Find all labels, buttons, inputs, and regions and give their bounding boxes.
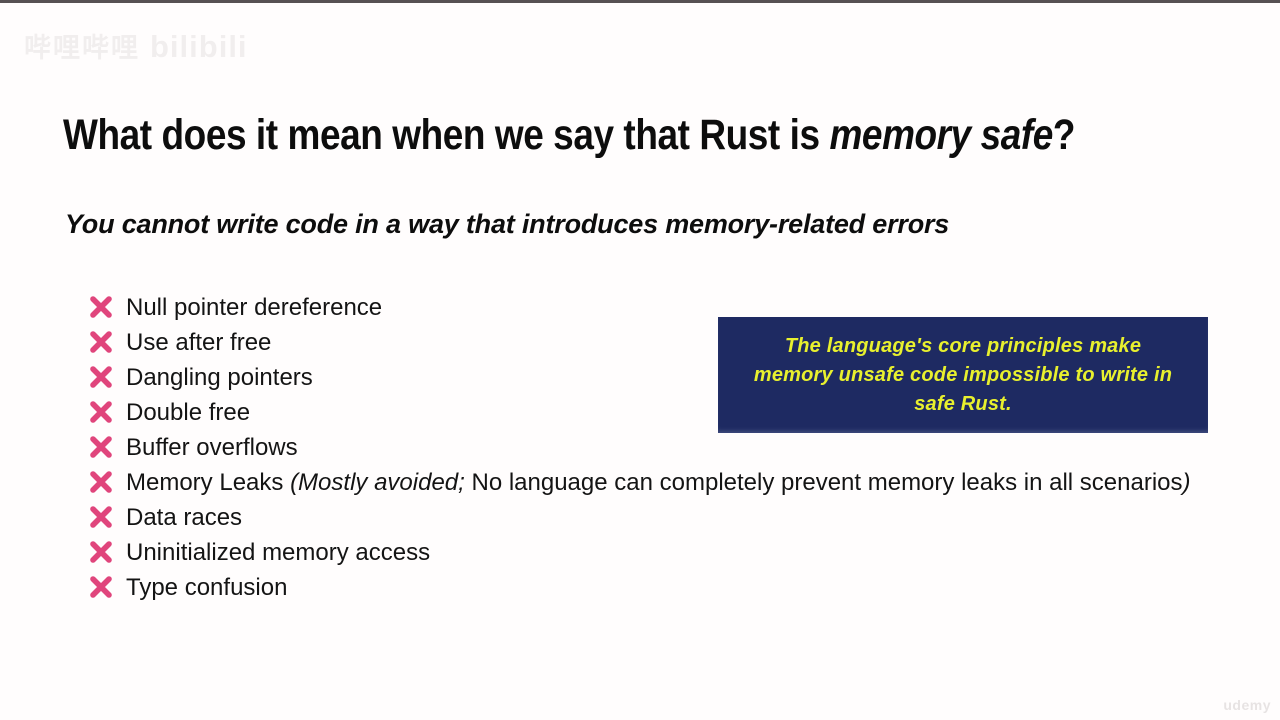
- list-item-label-italic: (Mostly avoided;: [290, 469, 465, 496]
- red-x-icon: [90, 366, 112, 388]
- callout-text-line: safe Rust.: [914, 392, 1012, 415]
- list-item-label: Uninitialized memory access: [126, 539, 431, 566]
- callout-text-line: memory unsafe code impossible to write i…: [753, 363, 1173, 386]
- udemy-watermark: udemy: [1223, 697, 1271, 713]
- list-item-data-races: Data races: [88, 500, 1200, 535]
- list-item-use-after-free: Use after free: [88, 325, 1200, 360]
- bilibili-watermark: 哔哩哔哩 bilibili: [24, 26, 248, 65]
- slide-title-suffix: ?: [1052, 110, 1076, 159]
- list-item-label: Buffer overflows: [126, 434, 298, 461]
- list-item-label: Dangling pointers: [126, 364, 313, 391]
- red-x-icon: [90, 541, 112, 563]
- list-item-label: Null pointer dereference: [126, 294, 383, 321]
- list-item-type-confusion: Type confusion: [88, 570, 1200, 605]
- letterbox-top-bar: [0, 0, 1280, 3]
- red-x-icon: [90, 506, 112, 528]
- bilibili-watermark-cjk: 哔哩哔哩: [24, 33, 140, 63]
- list-item-label: Double free: [126, 399, 251, 426]
- list-item-double-free: Double free: [88, 395, 1200, 430]
- slide-subtitle: You cannot write code in a way that intr…: [65, 209, 950, 239]
- red-x-icon: [90, 296, 112, 318]
- list-item-buffer-overflows: Buffer overflows: [88, 430, 1200, 465]
- list-item-label: Memory Leaks: [126, 469, 291, 496]
- list-item-uninitialized-memory: Uninitialized memory access: [88, 535, 1200, 570]
- list-item-label: Use after free: [126, 329, 272, 356]
- slide-title-emphasis: memory safe: [829, 110, 1053, 159]
- bilibili-logo-text: bilibili: [150, 29, 248, 64]
- callout-text-line: The language's core principles make: [784, 334, 1142, 357]
- list-item-label: No language can completely prevent memor…: [464, 469, 1183, 496]
- core-principles-callout: The language's core principles make memo…: [718, 317, 1208, 433]
- slide-title-prefix: What does it mean when we say that Rust …: [63, 110, 830, 159]
- red-x-icon: [90, 576, 112, 598]
- red-x-icon: [90, 401, 112, 423]
- list-item-dangling-pointers: Dangling pointers: [88, 360, 1200, 395]
- list-item-memory-leaks: Memory Leaks (Mostly avoided; No languag…: [88, 465, 1200, 500]
- list-item-label: Data races: [126, 504, 243, 531]
- list-item-label-italic: ): [1182, 469, 1191, 496]
- list-item-label: Type confusion: [126, 574, 288, 601]
- list-item-null-pointer: Null pointer dereference: [88, 290, 1200, 325]
- red-x-icon: [90, 331, 112, 353]
- slide-title: What does it mean when we say that Rust …: [63, 110, 1076, 160]
- red-x-icon: [90, 436, 112, 458]
- memory-error-list: Null pointer dereference Use after free …: [88, 290, 1200, 605]
- red-x-icon: [90, 471, 112, 493]
